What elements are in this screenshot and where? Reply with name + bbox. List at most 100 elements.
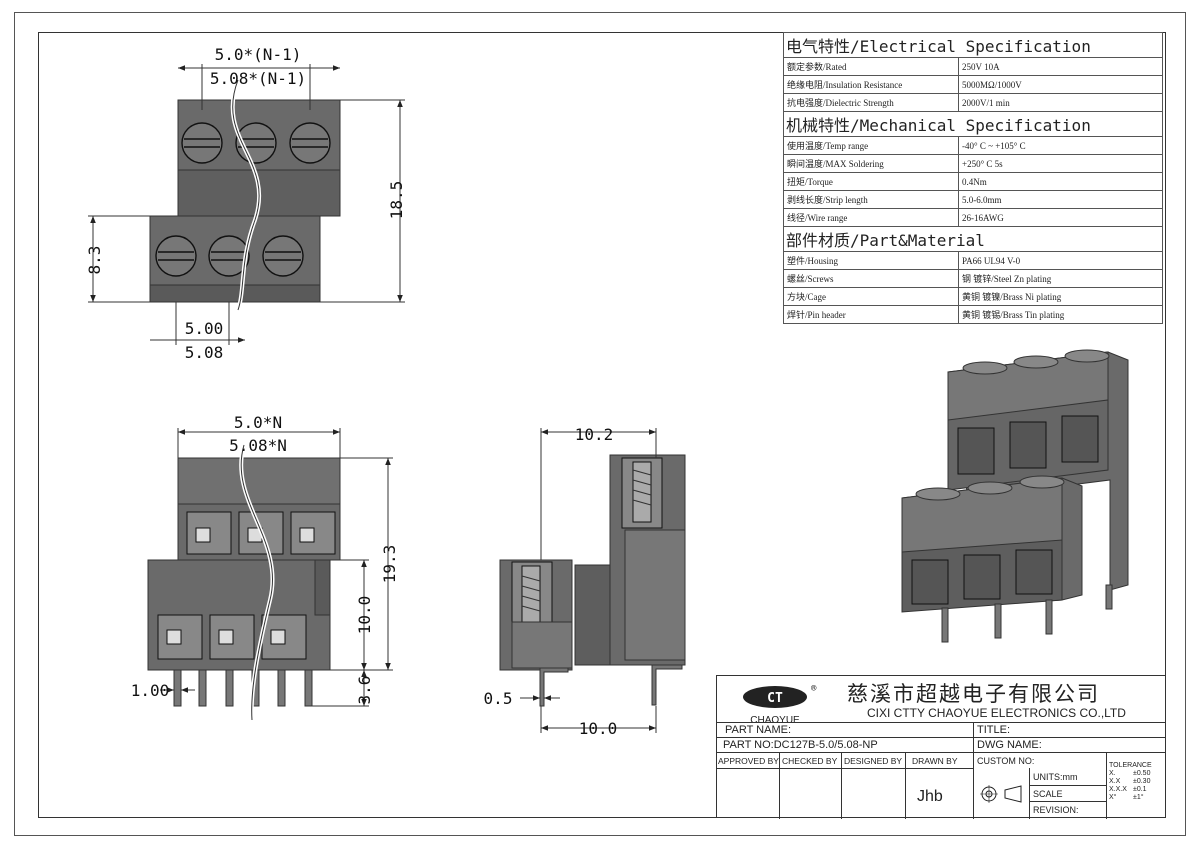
spec-value: 5000MΩ/1000V [958,75,1163,94]
spec-value: 5.0-6.0mm [958,190,1163,209]
part-number: PART NO:DC127B-5.0/5.08-NP [723,739,878,751]
top-view [88,64,405,345]
spec-row: 瞬间温度/MAX Soldering+250° C 5s [783,154,1163,173]
spec-value: +250° C 5s [958,154,1163,173]
spec-section-heading-row: 电气特性/Electrical Specification [783,32,1163,58]
spec-section-heading: 部件材质/Part&Material [783,226,1163,252]
spec-section-heading-row: 部件材质/Part&Material [783,226,1163,252]
spec-label: 焊针/Pin header [783,305,959,324]
scale-label: SCALE [1033,789,1063,799]
front-view [147,428,393,721]
svg-text:CT: CT [767,691,783,706]
dim-front-total: 19.3 [380,545,399,584]
screw-icon [208,235,250,277]
dwg-name-label: DWG NAME: [977,739,1042,751]
tolerance-row: X.±0.50 [1109,770,1165,778]
dim-side-pin: 0.5 [484,689,513,708]
custom-no-label: CUSTOM NO: [977,756,1035,766]
tolerance-row: X.X.X±0.1 [1109,786,1165,794]
screw-icon [155,235,197,277]
dim-top-lower-height: 8.3 [85,246,104,275]
designed-by-label: DESIGNED BY [844,756,903,766]
spec-value: 26-16AWG [958,208,1163,227]
spec-value: 250V 10A [958,57,1163,76]
spec-label: 扭矩/Torque [783,172,959,191]
dim-top-height: 18.5 [387,181,406,220]
tolerance-row: X° ±1° [1109,794,1165,802]
spec-label: 塑件/Housing [783,251,959,270]
part-name-label: PART NAME: [725,724,792,736]
screw-icon [289,122,331,164]
spec-section-heading: 机械特性/Mechanical Specification [783,111,1163,137]
tolerance-key: X° [1109,794,1117,801]
approved-by-label: APPROVED BY [718,756,779,766]
spec-section-heading-row: 机械特性/Mechanical Specification [783,111,1163,137]
outer-frame [14,12,1186,836]
inner-frame [38,32,1166,818]
tolerance-row: X.X±0.30 [1109,778,1165,786]
dim-top-bottom-1: 5.00 [185,319,224,338]
spec-value: 黄铜 镀锡/Brass Tin plating [958,305,1163,324]
drawn-by-value: Jhb [917,788,943,805]
side-view [499,428,686,733]
logo-registered-mark: ® [811,684,817,694]
company-name-en: CIXI CTTY CHAOYUE ELECTRONICS CO.,LTD [867,706,1126,720]
dim-side-base: 10.0 [579,719,618,738]
spec-value: 钢 镀锌/Steel Zn plating [958,269,1163,288]
units-label: UNITS:mm [1033,772,1078,782]
spec-label: 线径/Wire range [783,208,959,227]
tolerance-title: TOLERANCE [1109,762,1152,769]
spec-label: 绝缘电阻/Insulation Resistance [783,75,959,94]
dim-top-pitch-1: 5.0*(N-1) [215,45,302,64]
title-block: CT ® CHAOYUE 慈溪市超越电子有限公司 CIXI CTTY CHAOY… [716,675,1166,819]
spec-value: 0.4Nm [958,172,1163,191]
spec-value: 2000V/1 min [958,93,1163,112]
spec-label: 抗电强度/Dielectric Strength [783,93,959,112]
tolerance-value: ±0.50 [1133,770,1151,777]
spec-label: 剥线长度/Strip length [783,190,959,209]
checked-by-label: CHECKED BY [782,756,838,766]
title-label: TITLE: [977,724,1011,736]
isometric-view [901,349,1129,643]
spec-value: 黄铜 镀镍/Brass Ni plating [958,287,1163,306]
dim-front-lower: 10.0 [355,596,374,635]
dim-top-pitch-2: 5.08*(N-1) [210,69,306,88]
dim-side-width: 10.2 [575,425,614,444]
tolerance-value: ±0.30 [1133,778,1151,785]
spec-value: PA66 UL94 V-0 [958,251,1163,270]
screw-icon [262,235,304,277]
spec-label: 瞬间温度/MAX Soldering [783,154,959,173]
spec-value: -40° C ~ +105° C [958,136,1163,155]
spec-label: 额定参数/Rated [783,57,959,76]
dim-top-bottom-2: 5.08 [185,343,224,362]
logo-text: CHAOYUE [750,715,800,726]
dim-front-pin-width: 1.00 [131,681,170,700]
company-logo: CT ® CHAOYUE [739,682,819,726]
spec-label: 螺丝/Screws [783,269,959,288]
spec-section-heading: 电气特性/Electrical Specification [783,32,1163,58]
dim-front-pitch-1: 5.0*N [234,413,282,432]
drawn-by-label: DRAWN BY [912,756,958,766]
tolerance-value: ±0.1 [1133,786,1147,793]
tolerance-value: ±1° [1133,794,1144,801]
company-name-cn: 慈溪市超越电子有限公司 [847,682,1100,706]
spec-label: 方块/Cage [783,287,959,306]
dim-front-pin: 3.6 [355,676,374,705]
spec-row: 使用温度/Temp range-40° C ~ +105° C [783,136,1163,155]
revision-label: REVISION: [1033,805,1079,815]
projection-symbol-icon [979,782,1025,806]
dim-front-pitch-2: 5.08*N [229,436,287,455]
